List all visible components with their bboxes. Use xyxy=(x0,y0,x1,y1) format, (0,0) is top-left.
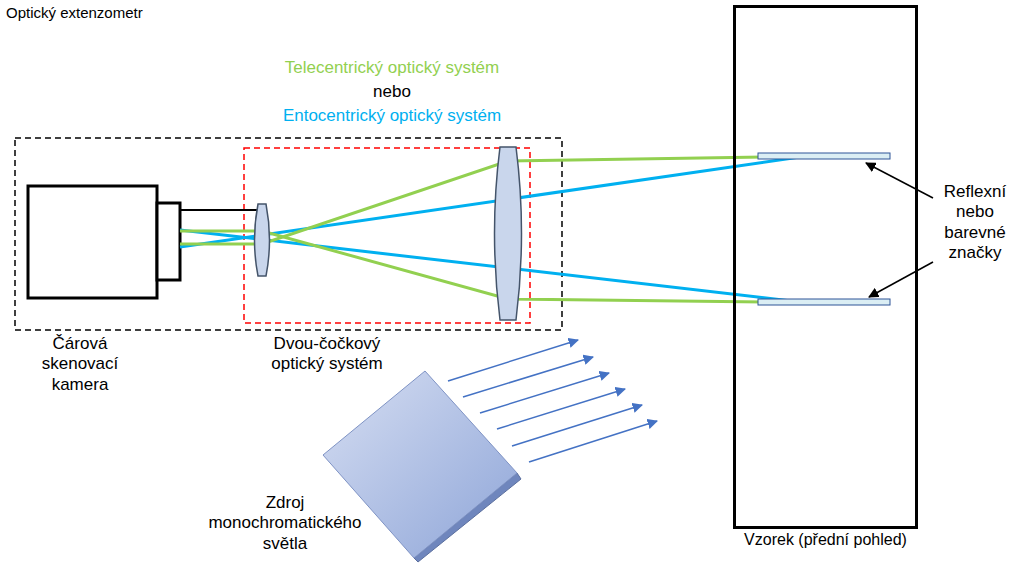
or-label: nebo xyxy=(342,82,442,102)
leader-arrow xyxy=(866,163,933,198)
light-rays xyxy=(448,340,657,462)
entocentric-label: Entocentrický optický systém xyxy=(232,106,552,126)
lens-mount xyxy=(180,209,258,211)
diagram-title: Optický extenzometr xyxy=(6,4,143,22)
camera-body xyxy=(28,186,157,298)
reflective-mark xyxy=(758,153,890,159)
specimen-outline: Vzorek (přední pohled) xyxy=(733,5,918,529)
camera-label: Čárová skenovací kamera xyxy=(20,334,140,395)
optics-label: Dvou-čočkový optický systém xyxy=(252,334,402,375)
camera-lens xyxy=(157,203,180,280)
telecentric-label: Telecentrický optický systém xyxy=(232,58,552,78)
light-source-label: Zdroj monochromatického světla xyxy=(198,493,373,554)
specimen-label: Vzorek (přední pohled) xyxy=(706,530,945,549)
small-lens xyxy=(255,204,270,276)
leader-arrow xyxy=(869,262,933,297)
large-lens xyxy=(495,147,522,320)
reflective-mark xyxy=(758,299,890,305)
marks-label: Reflexní nebo barevné značky xyxy=(933,182,1018,264)
